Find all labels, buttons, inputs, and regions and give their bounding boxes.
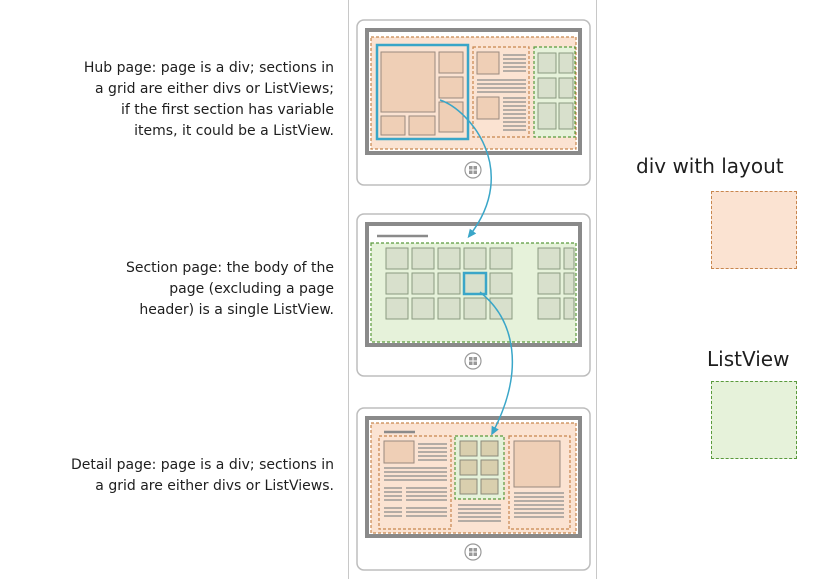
section-description-line: Section page: the body of the xyxy=(125,260,334,276)
windows-logo-icon xyxy=(464,161,482,179)
right-divider xyxy=(596,0,597,579)
hub-page-device xyxy=(356,19,591,186)
curved-arrow-icon xyxy=(479,291,514,436)
detail-page-description: Detail page: page is a div; sections in … xyxy=(71,455,334,497)
section-selected-item xyxy=(462,271,488,296)
hub-page-description: Hub page: page is a div; sections in a g… xyxy=(84,58,334,142)
curved-arrow-icon xyxy=(439,99,492,239)
windows-logo-icon xyxy=(464,352,482,370)
hub-description-line: Hub page: page is a div; sections in xyxy=(83,60,334,76)
section-page-description: Section page: the body of the page (excl… xyxy=(126,258,334,321)
legend-listview-label: ListView xyxy=(707,347,790,371)
legend-div-label: div with layout xyxy=(636,154,784,178)
detail-page-device xyxy=(356,407,591,571)
detail-description-line: Detail page: page is a div; sections in xyxy=(70,457,334,473)
hub-description-line: a grid are either divs or ListViews; xyxy=(95,81,334,97)
section-description-line: page (excluding a page xyxy=(169,281,334,297)
legend-listview-swatch xyxy=(711,381,797,459)
windows-logo-icon xyxy=(464,543,482,561)
section-page-device xyxy=(356,213,591,377)
hub-description-line: if the first section has variable xyxy=(120,102,334,118)
hub-description-line: items, it could be a ListView. xyxy=(134,123,334,139)
legend-div-swatch xyxy=(711,191,797,269)
section-description-line: header) is a single ListView. xyxy=(139,302,334,318)
left-divider xyxy=(348,0,349,579)
detail-description-line: a grid are either divs or ListViews. xyxy=(95,478,334,494)
